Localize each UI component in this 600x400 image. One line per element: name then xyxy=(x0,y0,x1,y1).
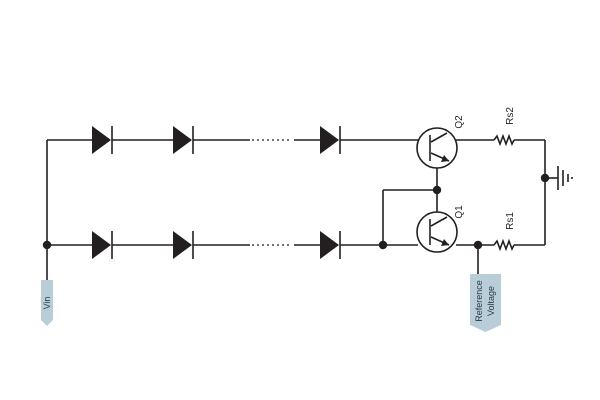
q1-q2-junction-dot xyxy=(432,185,442,195)
reference-label-line1: Reference xyxy=(474,280,484,322)
diode-top-3 xyxy=(320,126,341,154)
diode-bottom-1 xyxy=(92,231,113,259)
resistor-rs1 xyxy=(493,238,515,252)
q1-label: Q1 xyxy=(454,205,465,219)
diode-bottom-3 xyxy=(320,231,341,259)
vin-label: Vin xyxy=(42,297,52,310)
rs2-label: Rs2 xyxy=(505,107,516,125)
transistor-q2 xyxy=(416,127,458,169)
reference-voltage-tag: Reference Voltage xyxy=(470,274,501,332)
reference-label-line2: Voltage xyxy=(486,286,496,316)
diode-top-2 xyxy=(173,126,194,154)
vin-tag: Vin xyxy=(41,280,53,326)
q2-label: Q2 xyxy=(454,115,465,129)
diode-bottom-2 xyxy=(173,231,194,259)
rs1-label: Rs1 xyxy=(505,212,516,230)
resistor-rs2 xyxy=(493,133,515,147)
reference-tag-shape xyxy=(470,274,501,332)
ground-icon xyxy=(557,166,573,190)
diode-top-1 xyxy=(92,126,113,154)
vin-junction-dot xyxy=(42,240,52,250)
q1-base-junction-dot xyxy=(378,240,388,250)
transistor-q1 xyxy=(416,211,458,253)
vin-tag-shape xyxy=(41,280,53,326)
